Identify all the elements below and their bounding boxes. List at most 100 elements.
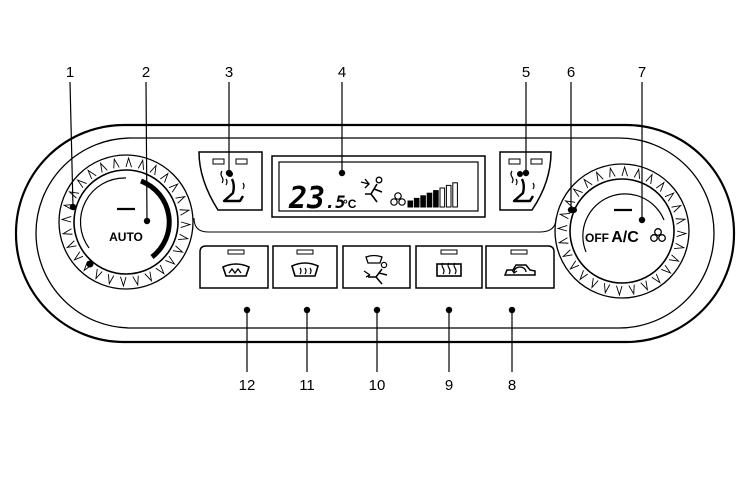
temperature-decimal: .5 <box>325 193 345 213</box>
dial-knurl-tooth <box>120 276 127 288</box>
rear-defrost-icon <box>436 262 462 277</box>
dial-knurl-tooth <box>572 188 583 197</box>
fan-speed-bar <box>439 187 446 208</box>
right-dial-knurling <box>556 165 688 297</box>
dial-knurl-tooth <box>671 204 683 213</box>
dial-knurl-tooth <box>668 254 680 262</box>
button-9-rear-defrost[interactable] <box>415 245 483 289</box>
callout-9: 9 <box>445 377 453 394</box>
fan-speed-bar <box>413 197 420 208</box>
callout-7: 7 <box>638 64 646 81</box>
left-seat-heater-led-1 <box>212 158 225 165</box>
left-seat-heater-led-2 <box>235 158 248 165</box>
dial-knurl-tooth <box>558 212 570 220</box>
dial-knurl-tooth <box>564 200 576 208</box>
dial-knurl-tooth <box>674 242 686 250</box>
dial-knurl-tooth <box>651 273 661 284</box>
button-10-defrost-foot[interactable] <box>342 245 411 289</box>
dial-knurl-tooth <box>595 170 604 182</box>
dial-knurl-tooth <box>621 165 628 177</box>
dial-knurl-tooth <box>172 245 184 253</box>
dial-knurl-tooth <box>628 284 635 296</box>
callout-10: 10 <box>369 377 386 394</box>
right-seat-heater-led-1 <box>508 158 521 165</box>
callout-3: 3 <box>225 64 233 81</box>
button-12-front-defrost-max[interactable] <box>199 245 269 289</box>
panel-button-ridge <box>193 217 557 233</box>
callout-8: 8 <box>508 377 516 394</box>
dial-knurl-tooth <box>603 283 611 295</box>
right-seat-heater-button[interactable] <box>499 151 552 211</box>
callout-2: 2 <box>142 64 150 81</box>
callout-5: 5 <box>522 64 530 81</box>
dial-knurl-tooth <box>676 230 688 237</box>
dial-knurl-tooth <box>640 280 649 292</box>
fan-speed-bar <box>426 192 433 208</box>
dial-knurl-tooth <box>583 178 593 189</box>
dial-knurl-tooth <box>180 221 192 228</box>
dial-knurl-tooth <box>68 191 80 199</box>
right-fan-dial[interactable]: OFF A/C <box>554 163 690 299</box>
dial-knurl-tooth <box>178 233 190 241</box>
defrost-foot-mode-icon <box>363 254 388 285</box>
dial-knurl-tooth <box>95 268 103 280</box>
button-11-front-defrost[interactable] <box>272 245 338 289</box>
button-11-led <box>296 249 314 255</box>
left-dial-scale-thin <box>79 177 127 249</box>
temperature-whole: 23 <box>288 181 325 216</box>
dial-knurl-tooth <box>60 216 72 223</box>
right-dial-scale <box>582 193 665 253</box>
dial-knurl-tooth <box>107 274 115 286</box>
button-8-recirculation[interactable] <box>485 245 555 289</box>
dial-knurl-tooth <box>155 264 165 275</box>
fan-speed-bar <box>452 182 458 208</box>
dial-knurl-tooth <box>561 249 573 258</box>
dial-knurl-tooth <box>113 157 120 169</box>
dial-knurl-tooth <box>633 167 641 179</box>
callout-12: 12 <box>239 377 256 394</box>
dial-knurl-tooth <box>99 161 108 173</box>
dial-knurl-tooth <box>149 164 157 176</box>
dial-knurl-tooth <box>137 158 145 170</box>
fan-speed-bars-icon <box>407 182 458 208</box>
front-defrost-max-icon <box>222 263 250 277</box>
dial-knurl-tooth <box>645 173 653 185</box>
lcd-display: 23 .5 °C <box>271 155 486 218</box>
auto-label: AUTO <box>109 230 143 244</box>
callout-1: 1 <box>66 64 74 81</box>
left-dial-knurling <box>60 156 192 288</box>
off-label: OFF <box>585 231 609 245</box>
dial-knurl-tooth <box>132 275 139 287</box>
dial-knurl-tooth <box>165 256 176 265</box>
dial-knurl-tooth <box>87 169 97 180</box>
dial-knurl-tooth <box>579 270 588 281</box>
dial-knurl-tooth <box>664 192 675 202</box>
fan-speed-bar <box>433 190 439 208</box>
button-12-led <box>227 249 245 255</box>
ac-label: A/C <box>611 229 639 246</box>
dial-knurl-tooth <box>661 265 672 274</box>
button-8-led <box>510 249 528 255</box>
dial-knurl-tooth <box>616 285 623 297</box>
dial-knurl-tooth <box>62 203 74 211</box>
dial-knurl-tooth <box>73 251 84 261</box>
left-temperature-dial[interactable]: AUTO <box>58 154 194 290</box>
recirculation-icon <box>503 264 536 276</box>
fan-icon <box>650 228 666 242</box>
dial-knurl-tooth <box>591 277 599 289</box>
dial-knurl-tooth <box>179 209 191 216</box>
callout-11: 11 <box>299 377 315 394</box>
left-seat-heater-button[interactable] <box>198 151 263 211</box>
left-dial-scale-thick <box>140 178 172 259</box>
dial-knurl-tooth <box>656 181 665 192</box>
front-defrost-icon <box>291 262 319 277</box>
callout-6: 6 <box>567 64 575 81</box>
fan-speed-bar <box>420 195 426 208</box>
dial-knurl-tooth <box>65 240 77 249</box>
temperature-unit: °C <box>343 197 357 211</box>
dial-knurl-tooth <box>144 271 153 283</box>
dial-knurl-tooth <box>675 218 687 225</box>
dial-knurl-tooth <box>175 195 187 204</box>
